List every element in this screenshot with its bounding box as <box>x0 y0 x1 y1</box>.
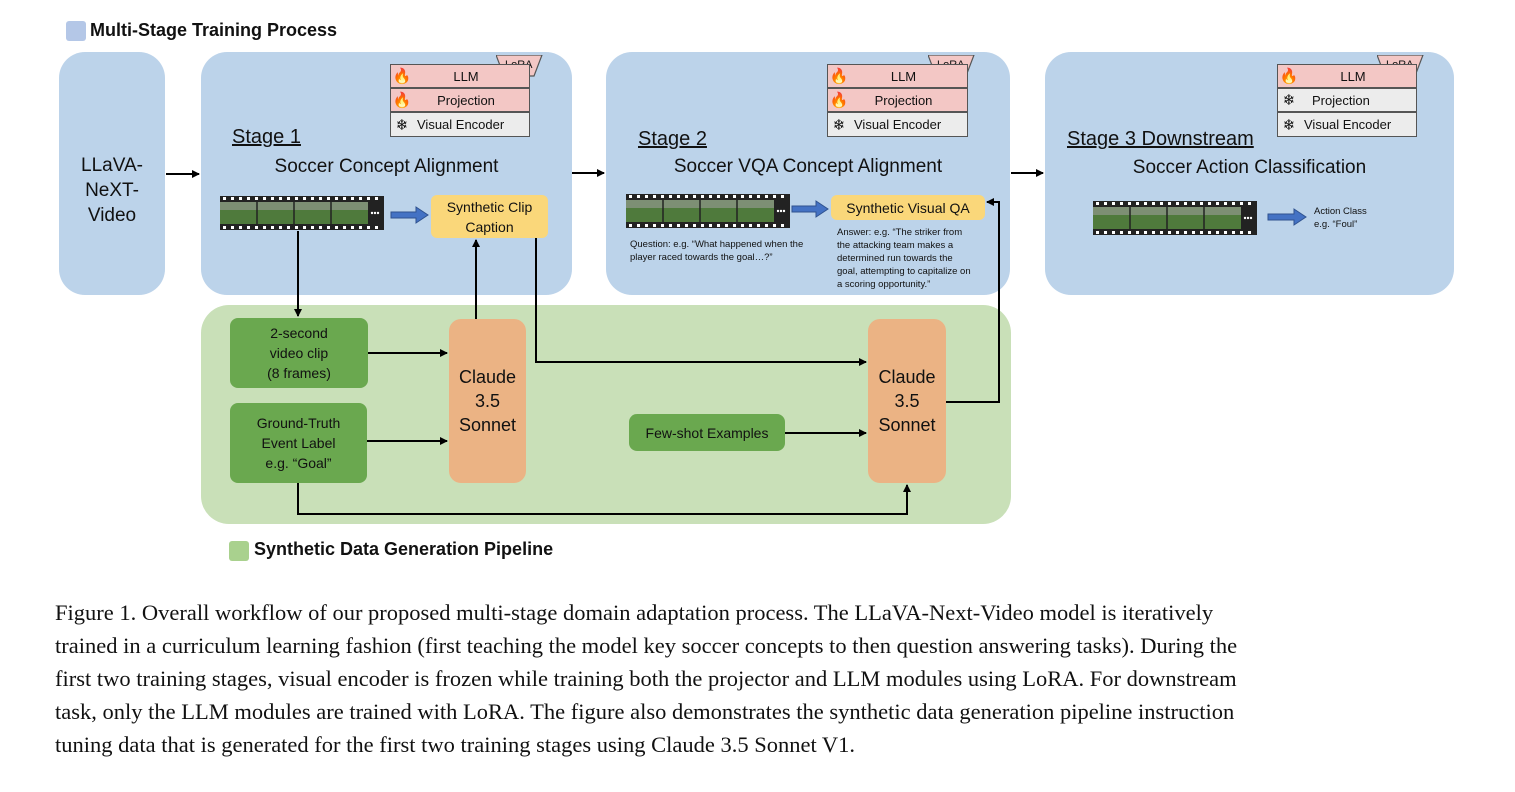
snowflake-icon: ❄ <box>1282 116 1296 134</box>
ellipsis-icon <box>776 209 786 213</box>
stage3-visual-encoder-module: ❄Visual Encoder <box>1277 112 1417 137</box>
stage2-visual-encoder-module: ❄Visual Encoder <box>827 112 968 137</box>
stage2-llm-module: 🔥LLM <box>827 64 968 88</box>
stage1-llm-module: 🔥LLM <box>390 64 530 88</box>
ellipsis-icon <box>1243 216 1253 220</box>
ellipsis-icon <box>370 211 380 215</box>
flame-icon: 🔥 <box>829 68 849 85</box>
base-model-panel <box>59 52 165 295</box>
stage3-llm-module: 🔥LLM <box>1277 64 1417 88</box>
snowflake-icon: ❄ <box>832 116 846 134</box>
stage2-title: Stage 2 <box>638 128 707 150</box>
legend-swatch-pipeline <box>229 541 249 561</box>
legend-label-pipeline: Synthetic Data Generation Pipeline <box>254 539 554 559</box>
snowflake-icon: ❄ <box>395 116 409 134</box>
flame-icon: 🔥 <box>392 68 412 85</box>
flame-icon: 🔥 <box>392 92 412 109</box>
flame-icon: 🔥 <box>1279 68 1299 85</box>
stage1-projection-module: 🔥Projection <box>390 88 530 112</box>
stage2-projection-module: 🔥Projection <box>827 88 968 112</box>
stage2-video-frames <box>626 194 790 228</box>
few-shot-examples-box: Few-shot Examples <box>629 414 785 451</box>
stage2-subtitle: Soccer VQA Concept Alignment <box>673 156 943 177</box>
base-model-label: LLaVA-NeXT-Video <box>81 155 143 226</box>
stage1-title: Stage 1 <box>232 126 301 148</box>
snowflake-icon: ❄ <box>1282 92 1296 109</box>
legend-swatch-training <box>66 21 86 41</box>
stage3-projection-module: ❄Projection <box>1277 88 1417 112</box>
stage3-video-frames <box>1093 201 1257 235</box>
flame-icon: 🔥 <box>829 92 849 109</box>
stage3-subtitle: Soccer Action Classification <box>1132 157 1367 178</box>
legend-label-training: Multi-Stage Training Process <box>90 20 338 40</box>
stage3-title: Stage 3 Downstream <box>1067 128 1254 150</box>
stage1-subtitle: Soccer Concept Alignment <box>274 156 499 177</box>
stage1-visual-encoder-module: ❄Visual Encoder <box>390 112 530 137</box>
stage2-synthetic-vqa-box: Synthetic Visual QA <box>831 195 985 220</box>
figure-caption: Figure 1. Overall workflow of our propos… <box>55 600 1238 757</box>
stage1-video-frames <box>220 196 384 230</box>
